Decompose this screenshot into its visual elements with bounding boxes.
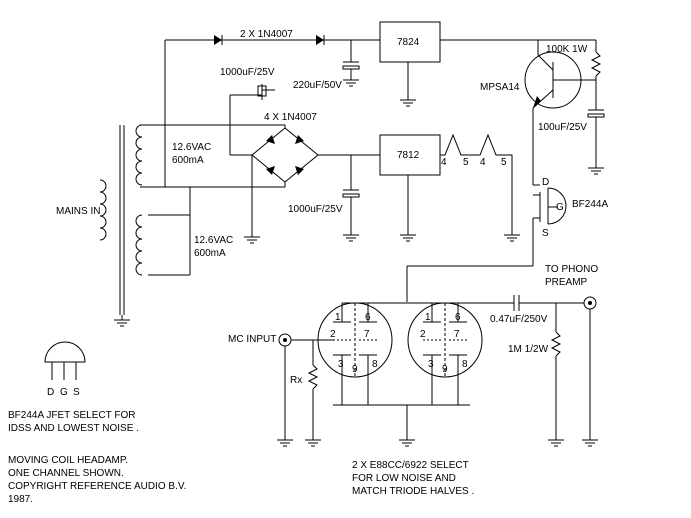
note2-line2: ONE CHANNEL SHOWN. — [8, 468, 124, 479]
label-c1000b: 1000uF/25V — [288, 204, 343, 215]
heater-wiring — [440, 133, 513, 235]
label-p3b: 3 — [428, 359, 434, 370]
label-c1000a: 1000uF/25V — [220, 67, 275, 78]
label-s-pin: S — [542, 228, 549, 239]
top-rail — [164, 39, 380, 187]
label-p2a: 2 — [330, 329, 336, 340]
regulator-7824 — [379, 21, 441, 63]
label-ac2a: 12.6VAC — [194, 235, 233, 246]
label-r100k: 100K 1W — [546, 44, 588, 55]
label-d-pin: D — [542, 177, 549, 188]
label-mains: MAINS IN — [56, 206, 100, 217]
label-h5a: 5 — [463, 157, 469, 168]
label-phono-b: PREAMP — [545, 277, 588, 288]
label-p8b: 8 — [462, 359, 468, 370]
label-r1m: 1M 1/2W — [508, 344, 549, 355]
label-c047: 0.47uF/250V — [490, 314, 548, 325]
cap-220uf — [342, 40, 360, 87]
input-jack — [276, 333, 333, 447]
cap-1000uf-a — [257, 84, 275, 100]
note2-line3: COPYRIGHT REFERENCE AUDIO B.V. — [8, 481, 186, 492]
resistor-100k — [580, 40, 602, 110]
label-ac1a: 12.6VAC — [172, 142, 211, 153]
bridge-rectifier — [251, 127, 319, 183]
label-p7b: 7 — [454, 329, 460, 340]
note2-line1: MOVING COIL HEADAMP. — [8, 455, 128, 466]
label-jfet: BF244A — [572, 199, 608, 210]
label-p8a: 8 — [372, 359, 378, 370]
resistor-rx — [304, 340, 322, 447]
note3-line3: MATCH TRIODE HALVES . — [352, 486, 474, 497]
label-h4a: 4 — [441, 157, 447, 168]
label-bridge: 4 X 1N4007 — [264, 112, 317, 123]
cap-100uf — [587, 109, 605, 175]
label-p6b: 6 — [455, 312, 461, 323]
label-g-pin: G — [556, 202, 564, 213]
resistor-1m — [547, 303, 565, 447]
label-mpsa: MPSA14 — [480, 82, 520, 93]
label-p9b: 9 — [442, 364, 448, 375]
label-ac2b: 600mA — [194, 248, 226, 259]
label-p2b: 2 — [420, 329, 426, 340]
label-d1: 2 X 1N4007 — [240, 29, 293, 40]
note3-line2: FOR LOW NOISE AND — [352, 473, 456, 484]
output-jack — [581, 296, 599, 447]
note1-line2: IDSS AND LOWEST NOISE . — [8, 423, 139, 434]
note3-line1: 2 X E88CC/6922 SELECT — [352, 460, 469, 471]
label-pkg-s: S — [73, 387, 80, 398]
label-reg1: 7824 — [397, 37, 420, 48]
label-ac1b: 600mA — [172, 155, 204, 166]
label-phono-a: TO PHONO — [545, 264, 598, 275]
cap-1000uf-b — [342, 155, 360, 242]
note1-line1: BF244A JFET SELECT FOR — [8, 410, 135, 421]
tube-b — [407, 302, 483, 405]
cap-047uf — [507, 295, 584, 311]
label-pkg-g: G — [60, 387, 68, 398]
jfet-package — [44, 341, 86, 380]
label-mc-input: MC INPUT — [228, 334, 276, 345]
label-pkg-d: D — [47, 387, 54, 398]
label-c100: 100uF/25V — [538, 122, 587, 133]
label-p9a: 9 — [352, 364, 358, 375]
label-reg2: 7812 — [397, 150, 420, 161]
transformer — [99, 124, 191, 327]
diode-d1 — [214, 35, 325, 45]
label-p7a: 7 — [364, 329, 370, 340]
label-p6a: 6 — [365, 312, 371, 323]
label-p1b: 1 — [425, 312, 431, 323]
label-p3a: 3 — [338, 359, 344, 370]
label-h4b: 4 — [480, 157, 486, 168]
label-h5b: 5 — [501, 157, 507, 168]
tube-a — [317, 302, 393, 405]
label-c220: 220uF/50V — [293, 80, 342, 91]
label-rx: Rx — [290, 375, 302, 386]
note2-line4: 1987. — [8, 494, 33, 505]
jfet-bf244a — [532, 187, 567, 266]
label-p1a: 1 — [335, 312, 341, 323]
